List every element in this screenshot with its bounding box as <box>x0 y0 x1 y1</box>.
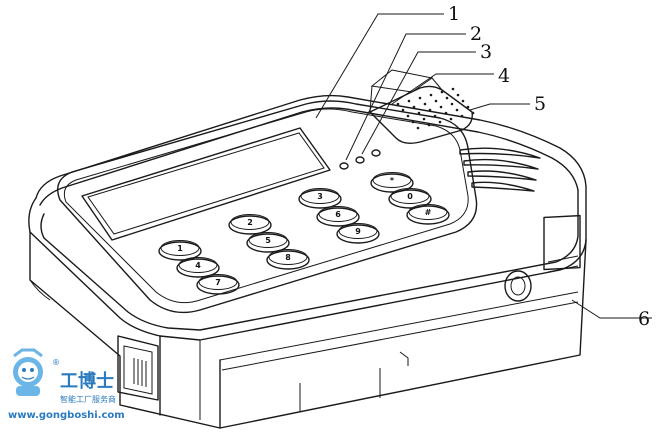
speaker-hole <box>450 102 454 106</box>
speaker-hole <box>412 105 416 109</box>
vent-slot <box>463 158 539 170</box>
key-label: # <box>425 208 432 217</box>
key-label: * <box>390 176 395 185</box>
vent-slot <box>467 170 537 181</box>
speaker-hole <box>466 105 470 109</box>
key-label: 3 <box>317 192 323 201</box>
speaker-hole <box>434 99 438 103</box>
callout-1: 1 <box>448 3 460 25</box>
key-label: 9 <box>355 227 361 236</box>
speaker-hole <box>451 87 455 91</box>
keypad: 1 2 3 4 5 6 7 8 9 * 0 # <box>158 172 450 295</box>
watermark-brand: 工博士 <box>60 370 114 392</box>
speaker-hole <box>418 96 422 100</box>
speaker-hole <box>411 120 415 124</box>
key-label: 7 <box>215 278 221 287</box>
key-label: 5 <box>265 236 271 245</box>
watermark-slogan: 智能工厂服务商 <box>60 394 116 404</box>
key-label: 6 <box>335 210 341 219</box>
key-label: 0 <box>407 192 413 201</box>
key-5[interactable]: 5 <box>246 232 290 253</box>
key-4[interactable]: 4 <box>176 257 220 278</box>
lcd-display <box>81 127 331 241</box>
speaker-hole <box>440 90 444 94</box>
key-2[interactable]: 2 <box>228 214 272 235</box>
speaker-hole <box>461 99 465 103</box>
callout-4: 4 <box>498 65 510 87</box>
key-9[interactable]: 9 <box>336 223 380 244</box>
side-vents <box>459 147 541 192</box>
key-#[interactable]: # <box>406 204 450 225</box>
callout-5: 5 <box>534 93 546 115</box>
speaker-hole <box>417 111 421 115</box>
key-label: 8 <box>285 253 291 262</box>
callout-leaders <box>315 13 652 319</box>
speaker-hole <box>422 117 426 121</box>
speaker-hole <box>460 114 464 118</box>
indicator-leds <box>339 149 381 170</box>
vent-slot <box>459 147 541 159</box>
key-label: 1 <box>177 244 183 253</box>
speaker-hole <box>401 108 405 112</box>
speaker-hole <box>416 126 420 130</box>
speaker-hole <box>445 96 449 100</box>
watermark-logo: 工博士 ® 智能工厂服务商 www.gongboshi.com <box>8 348 125 421</box>
speaker-hole <box>439 105 443 109</box>
watermark-url: www.gongboshi.com <box>8 410 125 421</box>
callout-6: 6 <box>638 308 650 330</box>
key-*[interactable]: * <box>370 172 414 193</box>
speaker-grille <box>369 69 475 145</box>
key-label: 4 <box>195 261 201 270</box>
speaker-hole <box>423 102 427 106</box>
key-label: 2 <box>247 218 253 227</box>
speaker-hole <box>471 111 475 115</box>
key-7[interactable]: 7 <box>196 274 240 295</box>
speaker-hole <box>407 99 411 103</box>
callout-2: 2 <box>470 23 482 45</box>
speaker-hole <box>428 108 432 112</box>
key-1[interactable]: 1 <box>158 240 202 261</box>
robot-mascot-icon <box>13 348 43 396</box>
speaker-hole <box>455 108 459 112</box>
key-0[interactable]: 0 <box>388 188 432 209</box>
speaker-hole <box>444 111 448 115</box>
vent-grille-left <box>133 358 147 387</box>
speaker-hole <box>396 102 400 106</box>
speaker-hole <box>427 123 431 127</box>
callout-3: 3 <box>480 41 492 63</box>
speaker-hole <box>456 93 460 97</box>
speaker-hole <box>429 93 433 97</box>
key-8[interactable]: 8 <box>266 249 310 270</box>
vent-slot <box>471 181 535 192</box>
key-3[interactable]: 3 <box>298 188 342 209</box>
key-6[interactable]: 6 <box>316 206 360 227</box>
speaker-hole <box>406 114 410 118</box>
speaker-hole <box>449 117 453 121</box>
callout-labels: 1 2 3 4 5 6 <box>448 3 650 330</box>
speaker-hole <box>438 120 442 124</box>
speaker-hole <box>433 114 437 118</box>
watermark-registered: ® <box>52 358 60 367</box>
